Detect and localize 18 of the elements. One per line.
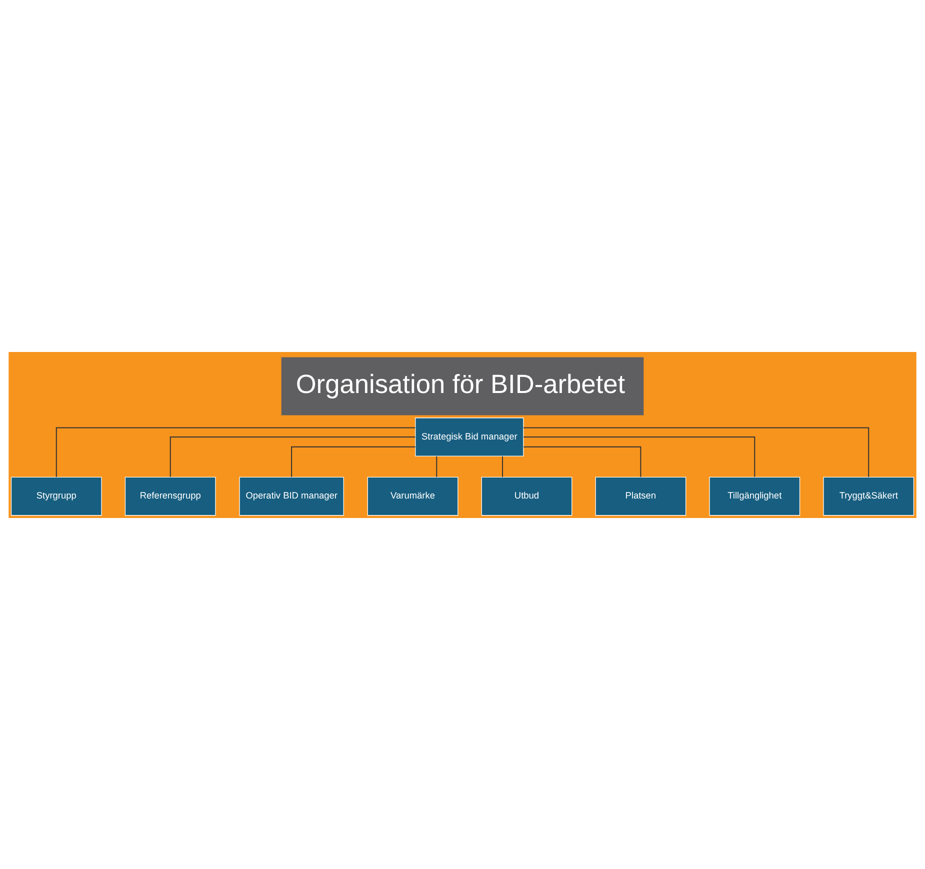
- connector: [56, 426, 416, 477]
- connector: [523, 446, 642, 478]
- connector: [170, 436, 416, 477]
- diagram-title: Organisation för BID-arbetet: [296, 368, 626, 398]
- connector: [291, 446, 416, 478]
- connector: [523, 436, 756, 477]
- node-box: Styrgrupp: [10, 476, 102, 516]
- connector: [502, 455, 504, 477]
- node-box: Tryggt&Säkert: [823, 476, 914, 516]
- node-box: Platsen: [595, 476, 686, 516]
- node-box: Varumärke: [367, 476, 458, 516]
- node-box: Operativ BID manager: [239, 476, 344, 516]
- node-box: Tillgänglighet: [709, 476, 800, 516]
- node-box: Utbud: [481, 476, 572, 516]
- node-box: Referensgrupp: [124, 476, 216, 516]
- connector: [522, 426, 870, 477]
- connector: [436, 455, 438, 477]
- node-box: Strategisk Bid manager: [415, 417, 524, 456]
